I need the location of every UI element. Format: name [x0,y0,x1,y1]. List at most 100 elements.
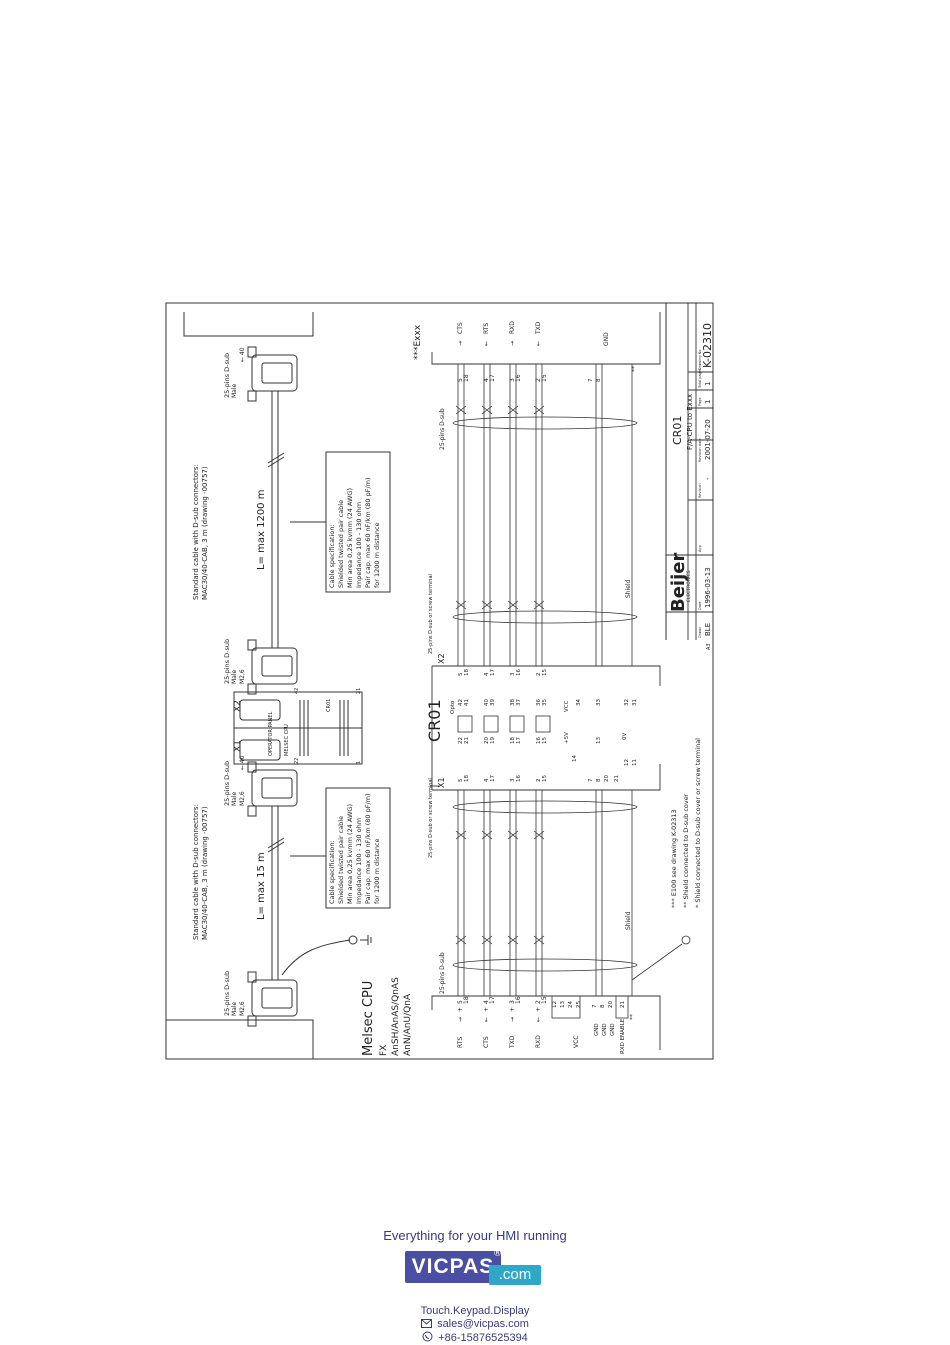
opto-pin-b-2: 17 [516,737,522,744]
spec2-line1: Cable specification: [328,524,336,588]
opto-pin-1: 20 [484,737,490,744]
x1-pin-top-1: 4 [484,778,490,782]
left-signal-RTS: RTS [457,1037,464,1048]
right-dsub-label: 25-pins D-sub [439,408,446,450]
twist-0-1b [455,830,467,840]
left-gnd-pin-20: 20 [608,1001,614,1008]
left-gnd-pin-7: 7 [592,1004,598,1008]
opto-r-pin-b-3: 35 [542,699,548,706]
left-signal-CTS: CTS [483,1036,490,1048]
x1-schematic-label: X1 [437,777,446,788]
device-model-1: FX [379,1045,389,1056]
shield-ground-icon [681,935,691,945]
opto-coupler-1 [483,715,499,733]
email-line[interactable]: sales@vicpas.com [0,1318,950,1330]
rev-date-label: Revision date [698,438,702,462]
conn2-label: 25-pins D-sub [223,761,231,806]
opto-pin-3: 16 [536,737,542,744]
shield-to-ground [631,943,683,981]
twist-0-2b [455,600,467,610]
label-0v: 0V [622,733,628,740]
conn1-male: Male [231,1001,238,1016]
x1-pin-top-3: 2 [536,779,542,783]
left-vcc: VCC [573,1036,580,1048]
cable-diagram [166,312,391,1059]
spec1-line2: Shielded twisted pair cable [337,816,345,904]
left-pin-4: 4 [483,1000,490,1004]
cable-sheath-1 [452,610,638,624]
opto-r-pin-b-0: 41 [464,699,470,706]
left-dir-RTS: → [457,1017,464,1022]
right-pin-15: 15 [541,374,548,382]
left-pin-21: 21 [620,1001,626,1008]
panel-n21: 21 [356,688,362,694]
right-pin-5: 5 [457,378,464,382]
right-gnd: GND [603,332,610,346]
twist-3-1b [533,830,545,840]
left-vcc-pin-24: 24 [568,1001,574,1008]
conn2-m26: M2,6 [239,791,246,806]
wiring-diagram: Standard cable with D-sub connectors: MA… [165,302,714,1060]
x1-dsub-screw-label: 25-pins D-sub or screw terminal [428,778,434,858]
x1-pin-top-0: 5 [458,778,464,782]
pin-31: 31 [632,699,638,706]
cable2-length: L= max 1200 m [256,490,267,570]
x2-schematic-label: X2 [437,653,446,664]
right-pin-16: 16 [515,374,522,382]
right-signal-CTS: CTS [457,322,464,334]
twist-0-3b [455,405,467,415]
conn1-label: 25-pins D-sub [223,971,231,1016]
pin-8: 8 [596,778,602,782]
x2-label: X2 [233,700,243,712]
conn3-label: 25-pins D-sub [223,639,231,684]
opto-r-pin-0: 42 [458,699,464,706]
whatsapp-icon [422,1331,433,1342]
brand-logo[interactable]: VICPAS ® .com [405,1249,545,1295]
cable1-length: L= max 15 m [256,852,267,920]
opto-r-pin-b-2: 37 [516,699,522,706]
title-block [666,303,713,640]
opto-pin-b-1: 19 [490,737,496,744]
pin-33: 33 [596,699,602,706]
spec2-line3: Min area 0,25 kvmm (24 AWG) [346,488,354,588]
left-vcc-pin-12: 12 [552,1001,558,1008]
drawn-label: Drawn [698,627,702,638]
x2-pin-top-1: 4 [484,672,490,676]
left-pin-18: 18 [463,996,470,1004]
right-signal-TXD: TXD [535,321,542,335]
conn3-m26: M2,6 [239,669,246,684]
x1-pin-bot-2: 16 [516,775,522,782]
date-label: Date [698,602,702,610]
note-1: *** E100 see drawing K-02313 [670,809,678,908]
x2-pin-top-0: 5 [458,672,464,676]
twist-2-3b [507,405,519,415]
conn3-male: Male [231,669,238,684]
x1-pin-bot-1: 17 [490,775,496,782]
opto-pin-2: 18 [510,737,516,744]
opto-coupler-3 [535,715,551,733]
brand-name: VICPAS [405,1251,501,1283]
left-gnd-pin-8: 8 [600,1004,606,1008]
phone-line[interactable]: +86-15876525394 [0,1331,950,1344]
left-vcc-pin-13: 13 [560,1001,566,1008]
twist-1-0b [481,935,493,945]
left-shield-label: Shield [625,911,632,930]
left-shield-star: ** [629,1014,636,1020]
cable-sheath-0 [452,958,638,972]
twist-1-1b [481,830,493,840]
pin-7: 7 [588,778,594,782]
panel-n42: 42 [294,688,300,694]
right-dir-RXD: → [509,341,516,346]
left-pin-2: 2 [535,1000,542,1004]
right-shield-label: Shield [625,579,632,598]
left-pin-3: 3 [509,1000,516,1004]
opto-r-pin-b-1: 39 [490,699,496,706]
exxx-label: ***Exxx [413,324,423,360]
left-rxd-enable: RXD ENABLE [620,1018,626,1054]
drawn-value: BLE [704,623,712,636]
pin-32: 32 [624,699,630,706]
right-signal-RTS: RTS [483,323,490,334]
revision-label: Revision [698,483,702,498]
footer: Everything for your HMI running VICPAS ®… [0,1228,950,1344]
right-shield-star: ** [631,366,638,372]
